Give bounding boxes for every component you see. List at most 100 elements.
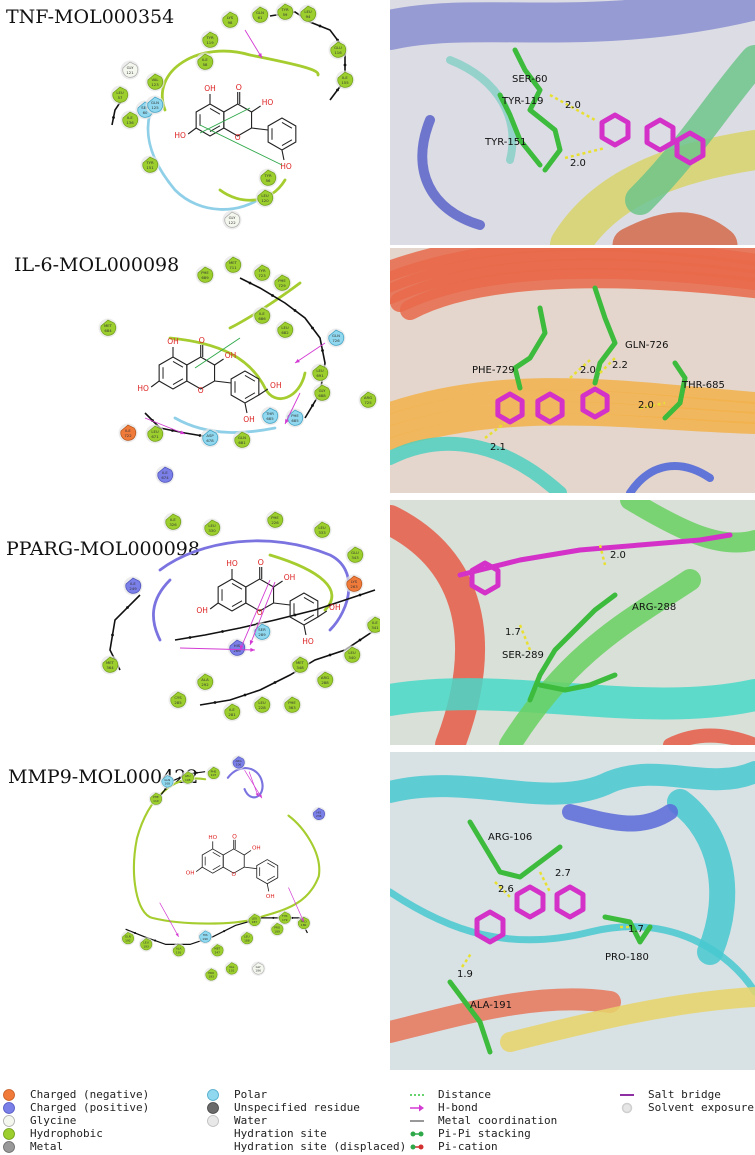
hbond-line xyxy=(248,771,259,797)
residue-name: MET xyxy=(106,660,115,665)
backbone-arrow-dot xyxy=(126,606,129,609)
residue-shape xyxy=(317,671,334,688)
ligand-atom-label: OH xyxy=(196,606,208,615)
backbone-arrow-dot xyxy=(328,653,332,657)
residue-shape xyxy=(277,321,294,338)
render-label: TYR-119 xyxy=(501,96,543,107)
ligand-atom-label: OH xyxy=(252,846,261,852)
backbone-arrow-dot xyxy=(154,939,157,942)
beta-strand-ribbon xyxy=(390,0,755,50)
double-bond xyxy=(172,378,184,385)
pocket-outline xyxy=(152,578,172,642)
pocket-outline xyxy=(161,49,320,112)
residue-number: 120 xyxy=(261,198,269,203)
ligand-bond xyxy=(244,866,257,870)
ligand-bond xyxy=(258,388,269,396)
alpha-helix-ribbon xyxy=(390,436,567,493)
residue-number: 684 xyxy=(104,328,112,333)
ligand-atom-label: OH xyxy=(329,603,341,612)
residue-number: 348 xyxy=(296,665,304,670)
render-label: TYR-151 xyxy=(484,137,526,148)
hbond-arrowhead xyxy=(255,792,259,797)
residue-number: 691 xyxy=(316,373,324,378)
residue-shape xyxy=(257,189,274,206)
beta-strand-ribbon xyxy=(390,988,621,1043)
residue-shape xyxy=(147,425,164,442)
hbond-arrow-icon xyxy=(410,1104,424,1112)
residue-name: ILE xyxy=(125,428,131,433)
render-label: 2.1 xyxy=(490,442,506,453)
legend-label: H-bond xyxy=(438,1101,478,1114)
residue-number: 682 xyxy=(281,330,289,335)
residue-number: 343 xyxy=(351,555,359,560)
residue-number: 190 xyxy=(202,937,208,941)
alpha-helix-ribbon xyxy=(390,678,755,720)
backbone-arrow-dot xyxy=(343,63,347,67)
backbone-arrow-dot xyxy=(271,294,274,297)
residue-shape xyxy=(100,319,117,336)
pi-pi-stacking-line xyxy=(194,337,241,369)
residue-shape xyxy=(122,111,139,128)
residue-number: 136 xyxy=(126,120,134,125)
water-swatch-icon xyxy=(207,1115,219,1127)
alpha-helix-ribbon xyxy=(400,268,755,320)
double-bond xyxy=(212,852,221,858)
residue-number: 281 xyxy=(228,712,236,717)
residue-name: LYS xyxy=(227,15,234,20)
ligand-atom-label: HO xyxy=(302,637,314,646)
residue-name: LEU xyxy=(318,525,326,530)
residue-shape xyxy=(225,256,242,273)
ligand-bond xyxy=(317,610,328,618)
residue-number: 57 xyxy=(118,95,123,100)
residue-number: 56 xyxy=(266,178,271,183)
hbond-arrowhead xyxy=(300,917,304,922)
interaction-diagram-il6: PHE689MET711TYR723PHE729ILE686LEU682GLN7… xyxy=(98,255,378,485)
ligand-bond xyxy=(273,580,283,588)
residue-number: 192 xyxy=(125,938,131,942)
residue-stick-ser xyxy=(537,672,618,693)
residue-name: TYR xyxy=(280,7,289,12)
pocket-outline xyxy=(158,539,351,632)
residue-name: LEU xyxy=(348,650,356,655)
residue-shape xyxy=(292,656,309,673)
residue-name: GLY xyxy=(127,65,135,70)
ligand-ring-stick xyxy=(674,130,706,166)
residue-name: PHE xyxy=(201,270,209,275)
render-label: 2.7 xyxy=(555,868,571,879)
backbone-arrow-dot xyxy=(272,916,275,919)
residue-name: VAL xyxy=(151,77,159,82)
residue-shape xyxy=(277,3,294,20)
ligand-atom-label: O xyxy=(232,833,237,840)
residue-name: GLN xyxy=(164,778,170,782)
render-label: SER-60 xyxy=(512,74,548,85)
ligand-atom-label: O xyxy=(199,336,205,345)
residue-number: 288 xyxy=(321,680,329,685)
residue-name: PHE xyxy=(211,769,217,773)
residue-shape xyxy=(150,792,163,805)
residue-number: 723 xyxy=(258,273,266,278)
residue-shape xyxy=(170,691,187,708)
backbone-arrow-dot xyxy=(311,326,314,330)
